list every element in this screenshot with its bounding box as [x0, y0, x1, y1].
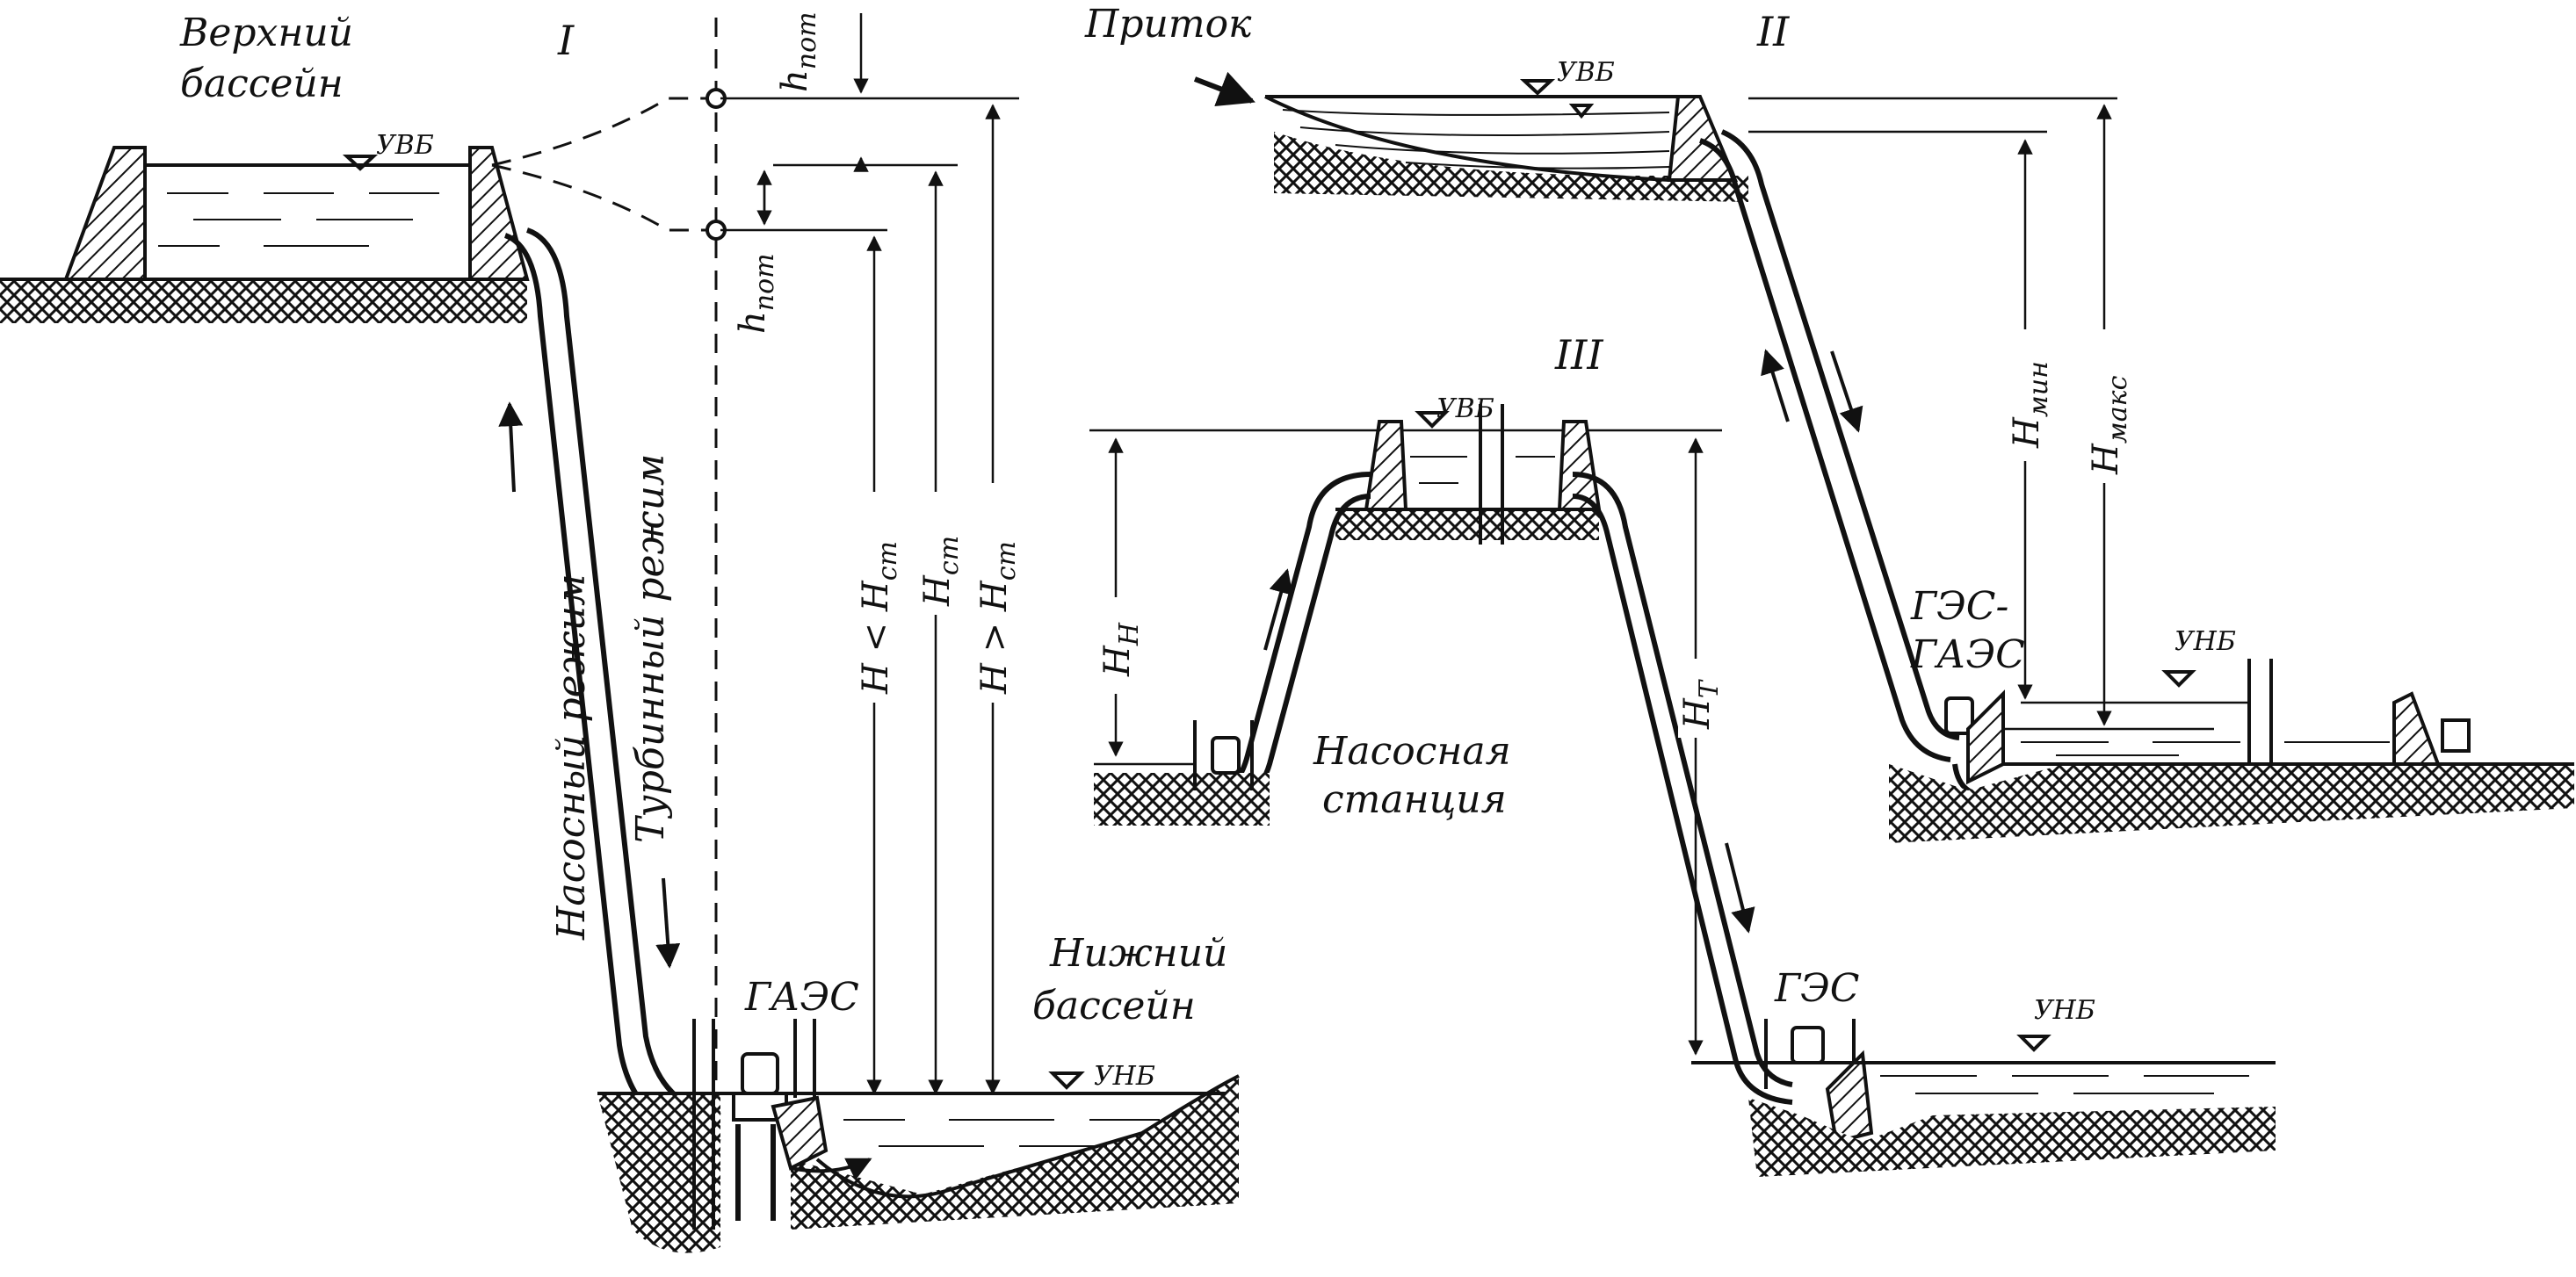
h-n-label: HН [1097, 622, 1145, 677]
uvb-marker-1 [342, 155, 379, 171]
lower-basin-water [843, 1119, 1160, 1147]
upper-dam-left [63, 146, 147, 281]
h-min-label: Hмин [2007, 361, 2054, 449]
lower-reservoir-3-water [1880, 1075, 2249, 1094]
ges-gaes-label-1: ГЭС- [1910, 584, 2008, 629]
uvb-label-3: УВБ [1436, 393, 1494, 424]
pump-flow-arrow [498, 401, 524, 493]
top-reservoir-3 [1335, 509, 1599, 540]
h-loss-top: hпот [775, 11, 822, 92]
lower-basin-label-2: бассейн [1032, 984, 1196, 1028]
scheme-2: Приток II УВБ Hмин [1084, 2, 2574, 843]
h-loss-bottom: hпот [733, 253, 780, 334]
penstock-2 [1698, 138, 1951, 762]
turbine-arrow-3 [1725, 842, 1755, 934]
ges-gaes-label-2: ГАЭС [1910, 632, 2025, 677]
upper-reservoir-2-water [1282, 109, 1670, 170]
gaes-label: ГАЭС [744, 975, 859, 1020]
upper-basin-label-1: Верхний [179, 11, 353, 55]
loss-curve-lower [491, 163, 720, 232]
inflow-arrow [1193, 71, 1255, 107]
roman-numeral-3: III [1554, 331, 1603, 379]
pump-station [1193, 720, 1254, 790]
upper-basin-ground [0, 279, 527, 323]
penstock-2-arrow-up [1761, 349, 1790, 422]
roman-numeral-2: II [1756, 8, 1790, 55]
lower-basin-ground [597, 1093, 720, 1253]
hydro-station-3 [1764, 1019, 1874, 1144]
upper-reservoir-2-ground [1274, 132, 1748, 202]
head-less-label: H < Hст [856, 541, 903, 695]
head-greater-label: H > Hст [974, 541, 1022, 695]
penstock-3-turbine [1572, 472, 1793, 1087]
ges-label-3: ГЭС [1774, 966, 1859, 1011]
uvb-label-2: УВБ [1557, 57, 1615, 88]
unb-label-2: УНБ [2174, 626, 2236, 657]
loss-curve-upper [491, 97, 720, 167]
unb-marker-2 [2161, 670, 2196, 688]
h-max-label: Hмакс [2086, 375, 2133, 475]
unb-marker-3 [2016, 1035, 2051, 1052]
h-t-label: HТ [1677, 679, 1725, 730]
roman-numeral-1: I [557, 17, 575, 64]
inflow-label: Приток [1084, 2, 1252, 47]
upper-dam-right [468, 146, 530, 281]
lower-reservoir-2-water [2021, 741, 2390, 756]
station-ges-gaes [1944, 689, 2005, 798]
dam-2b [2392, 691, 2441, 766]
uvb-marker-2 [1519, 79, 1556, 96]
pump-arrow-3 [1263, 568, 1293, 651]
head-equal-label: Hст [917, 536, 965, 607]
upper-basin-label-2: бассейн [180, 61, 344, 106]
upper-basin-water [132, 163, 488, 247]
pump-station-label-2: станция [1322, 777, 1507, 822]
station-gaes-1 [692, 1019, 872, 1230]
lower-reservoir-3-ground [1748, 1098, 2276, 1177]
scheme-1: Насосный режим Турбинный режим Верхний б… [0, 11, 1240, 1253]
pump-station-label-1: Насосная [1313, 729, 1511, 774]
dam-2 [1667, 95, 1739, 182]
pump-station-ground [1094, 773, 1270, 826]
turbine-flow-arrow [655, 877, 681, 969]
top-reservoir-3-water [1410, 456, 1555, 484]
pump-mode-label: Насосный режим [549, 574, 594, 941]
lower-basin-label-1: Нижний [1049, 931, 1227, 976]
turbine-mode-label: Турбинный режим [628, 454, 673, 843]
scheme-3: III УВБ HН HТ [1089, 331, 2276, 1177]
unb-marker-1 [1048, 1071, 1085, 1090]
penstock-1 [503, 233, 721, 1144]
uvb-marker-3 [1415, 411, 1450, 429]
unb-label-1: УНБ [1094, 1061, 1155, 1092]
uvb-label-1: УВБ [376, 130, 434, 161]
penstock-2-arrow-down [1830, 350, 1863, 433]
lower-reservoir-2-ground [1889, 764, 2574, 843]
unb-label-3: УНБ [2034, 995, 2095, 1026]
